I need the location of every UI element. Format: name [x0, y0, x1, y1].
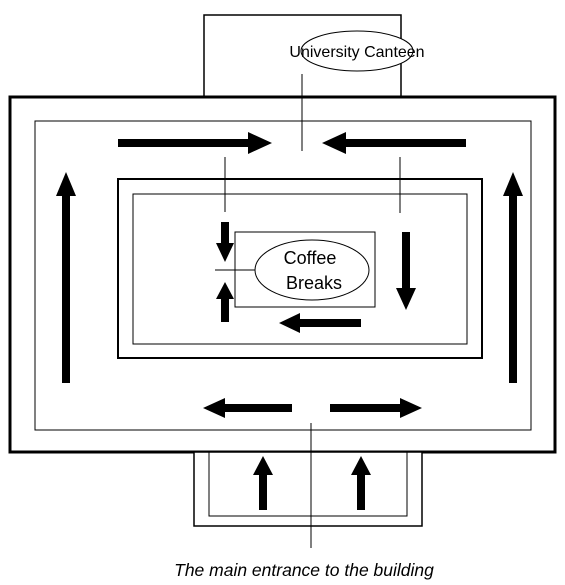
coffee-label-line1: Coffee — [284, 248, 337, 268]
arrow-right — [330, 398, 422, 418]
arrow-left — [203, 398, 292, 418]
arrow-up — [253, 456, 273, 510]
entrance-annex-inner — [208, 451, 408, 517]
canteen-label: University Canteen — [289, 44, 424, 61]
central-block-outline — [117, 178, 483, 359]
arrow-up — [503, 172, 523, 383]
entrance-annex-outer — [193, 451, 423, 527]
arrow-left — [279, 313, 361, 333]
arrow-down — [396, 232, 416, 310]
arrow-left — [322, 132, 466, 154]
central-block-inner-outline — [132, 193, 468, 345]
coffee-label-line2: Breaks — [286, 273, 342, 293]
corridor-outer-outline — [34, 120, 532, 431]
arrow-up — [56, 172, 76, 383]
canteen-ellipse — [300, 30, 414, 72]
entrance-caption: The main entrance to the building — [174, 560, 434, 580]
coffee-breaks-ellipse — [254, 239, 370, 301]
arrow-up — [351, 456, 371, 510]
arrow-up — [216, 282, 234, 322]
arrow-down — [216, 222, 234, 262]
arrow-right — [118, 132, 272, 154]
